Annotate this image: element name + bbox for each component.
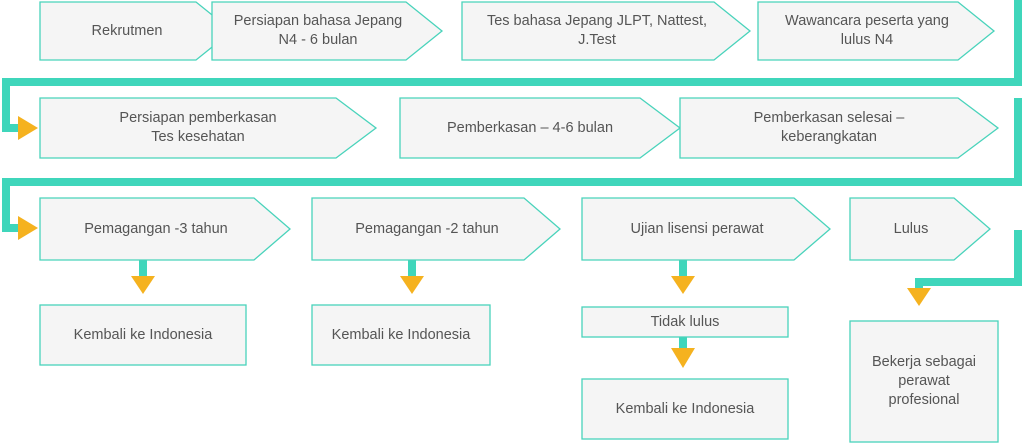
step-chevron-5 — [39, 97, 378, 159]
step-chevron-6 — [399, 97, 682, 159]
outcome-label-1: Kembali ke Indonesia — [73, 326, 213, 343]
connector-row2-to-row3 — [2, 98, 1022, 232]
outcome-label-4: Kembali ke Indonesia — [615, 400, 755, 417]
step-label-7: Pemberkasan selesai – keberangkatan — [753, 110, 905, 145]
step-label-4: Wawancara peserta yang lulus N4 — [785, 13, 949, 48]
outcome-label-3: Tidak lulus — [650, 313, 720, 330]
connector-row1-to-row2 — [2, 0, 1022, 132]
step-chevron-4 — [757, 1, 996, 61]
outcome-label-2: Kembali ke Indonesia — [331, 326, 471, 343]
step-chevron-10 — [581, 197, 831, 261]
step-label-10: Ujian lisensi perawat — [630, 220, 764, 237]
step-label-11: Lulus — [893, 220, 929, 237]
step-label-6: Pemberkasan – 4-6 bulan — [446, 119, 614, 136]
connector-lulus-to-profesional — [915, 230, 1022, 290]
step-label-8: Pemagangan -3 tahun — [84, 220, 228, 237]
step-chevron-9 — [311, 197, 561, 261]
outcome-box-2 — [311, 304, 491, 366]
arrowhead-1 — [18, 116, 38, 140]
step-label-9: Pemagangan -2 tahun — [355, 220, 499, 237]
step-label-1: Rekrutmen — [91, 22, 163, 39]
outcome-box-3 — [581, 306, 789, 338]
step-chevron-3 — [461, 1, 752, 61]
arrowhead-6 — [671, 348, 695, 368]
step-chevron-11 — [849, 197, 991, 261]
step-chevron-8 — [39, 197, 291, 261]
step-chevron-7 — [679, 97, 1000, 159]
arrowhead-4 — [400, 276, 424, 294]
arrowhead-7 — [907, 288, 931, 306]
outcome-label-5: Bekerja sebagai perawat profesional — [872, 354, 976, 408]
outcome-box-5 — [849, 320, 999, 443]
step-chevron-2 — [211, 1, 444, 61]
arrowhead-5 — [671, 276, 695, 294]
step-label-5: Persiapan pemberkasan Tes kesehatan — [119, 110, 277, 145]
outcome-box-1 — [39, 304, 247, 366]
step-label-3: Tes bahasa Jepang JLPT, Nattest, J.Test — [486, 13, 708, 48]
outcome-box-4 — [581, 378, 789, 440]
arrowhead-2 — [18, 216, 38, 240]
arrowhead-3 — [131, 276, 155, 294]
step-label-2: Persiapan bahasa Jepang N4 - 6 bulan — [233, 13, 403, 48]
